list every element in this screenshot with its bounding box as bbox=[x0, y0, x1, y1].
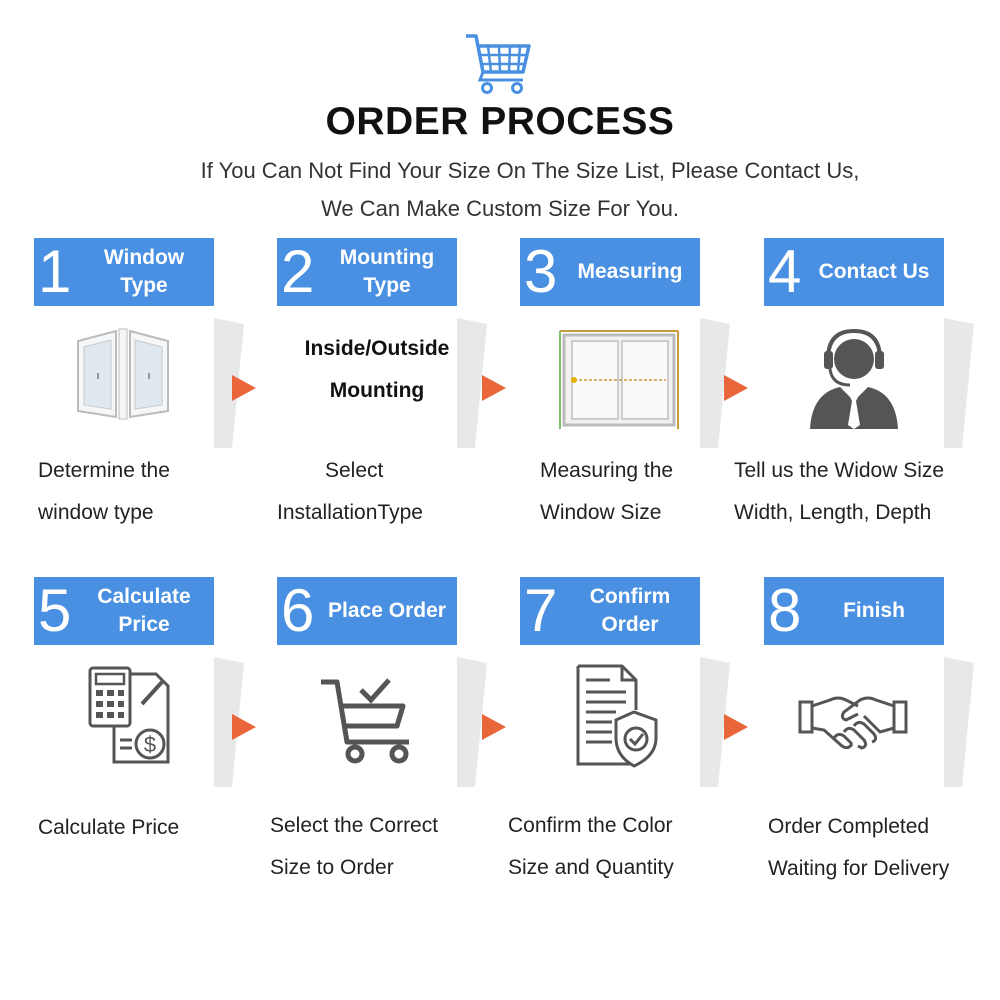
step-3: 3 Measuring Measuring the Window Size bbox=[520, 238, 760, 538]
arrow-right-icon bbox=[232, 375, 256, 401]
step-card bbox=[34, 306, 214, 446]
step-title: Calculate Price bbox=[97, 585, 191, 636]
shopping-cart-icon bbox=[466, 34, 531, 94]
step-description: Select the Correct Size to Order bbox=[270, 814, 439, 879]
step-card: $ bbox=[34, 645, 214, 785]
step-header: 4 Contact Us bbox=[764, 238, 944, 306]
card-shadow bbox=[214, 318, 244, 448]
step-header: 7 Confirm Order bbox=[520, 577, 700, 645]
step-card bbox=[520, 306, 700, 446]
page-title: ORDER PROCESS bbox=[325, 100, 675, 143]
step-number: 7 bbox=[524, 577, 558, 644]
step-number: 1 bbox=[38, 238, 72, 305]
step-description: Tell us the Widow Size Width, Length, De… bbox=[734, 459, 945, 524]
step-number: 3 bbox=[524, 238, 558, 305]
calculator-invoice-icon: $ bbox=[88, 666, 170, 764]
step-number: 8 bbox=[768, 577, 802, 644]
arrow-right-icon bbox=[482, 375, 506, 401]
card-shadow bbox=[700, 657, 730, 787]
step-header: 8 Finish bbox=[764, 577, 944, 645]
step-title: Measuring bbox=[577, 260, 683, 283]
step-description: Determine the window type bbox=[38, 459, 170, 524]
card-shadow bbox=[457, 318, 487, 448]
headset-agent-icon bbox=[810, 328, 898, 429]
step-header: 1 Window Type bbox=[34, 238, 214, 306]
step-8: 8 Finish Order Completed Waiting for Del… bbox=[764, 577, 1000, 880]
step-1: 1 Window Type Determine the window type bbox=[34, 238, 274, 538]
step-description: Order Completed Waiting for Delivery bbox=[768, 815, 950, 880]
step-number: 6 bbox=[281, 577, 315, 644]
step-title: Mounting Type bbox=[339, 246, 435, 297]
step-description: Confirm the Color Size and Quantity bbox=[508, 814, 674, 879]
card-shadow bbox=[944, 318, 974, 448]
step-card bbox=[520, 645, 700, 785]
step-header: 2 Mounting Type bbox=[277, 238, 457, 306]
arrow-right-icon bbox=[724, 714, 748, 740]
handshake-icon bbox=[798, 696, 908, 750]
step-2: 2 Mounting Type Inside/Outside Mounting … bbox=[277, 238, 517, 538]
step-card: Inside/Outside Mounting bbox=[277, 306, 457, 446]
step-description: Calculate Price bbox=[38, 816, 180, 839]
step-title: Confirm Order bbox=[589, 585, 671, 636]
step-6: 6 Place Order Select the Correct Size to… bbox=[270, 577, 517, 879]
step-card bbox=[277, 645, 457, 785]
step-number: 5 bbox=[38, 577, 72, 644]
step-number: 2 bbox=[281, 238, 315, 305]
page-subtitle-line2: We Can Make Custom Size For You. bbox=[321, 196, 679, 221]
window-icon bbox=[77, 328, 169, 420]
arrow-right-icon bbox=[232, 714, 256, 740]
step-title: Contact Us bbox=[818, 260, 930, 283]
step-5: 5 Calculate Price $ Calculate Price bbox=[34, 577, 274, 877]
card-shadow bbox=[944, 657, 974, 787]
card-shadow bbox=[457, 657, 487, 787]
card-shadow bbox=[700, 318, 730, 448]
step-header: 5 Calculate Price bbox=[34, 577, 214, 645]
step-header: 6 Place Order bbox=[277, 577, 457, 645]
step-header: 3 Measuring bbox=[520, 238, 700, 306]
step-title: Window Type bbox=[103, 246, 185, 297]
step-card bbox=[764, 645, 944, 785]
card-shadow bbox=[214, 657, 244, 787]
step-description: Measuring the Window Size bbox=[540, 459, 674, 524]
arrow-right-icon bbox=[724, 375, 748, 401]
document-shield-icon bbox=[576, 664, 658, 768]
mounting-text: Inside/Outside Mounting bbox=[304, 337, 450, 402]
step-number: 4 bbox=[768, 238, 802, 305]
svg-text:$: $ bbox=[144, 732, 156, 757]
step-title: Place Order bbox=[328, 599, 446, 622]
step-4: 4 Contact Us Tell us the Widow Size Widt… bbox=[734, 238, 1000, 538]
step-card bbox=[764, 306, 944, 446]
step-title: Finish bbox=[843, 599, 905, 622]
cart-check-icon bbox=[321, 678, 409, 764]
step-description: Select InstallationType bbox=[277, 459, 423, 524]
arrow-right-icon bbox=[482, 714, 506, 740]
measure-window-icon bbox=[559, 330, 679, 429]
page-subtitle-line1: If You Can Not Find Your Size On The Siz… bbox=[200, 158, 860, 183]
step-7: 7 Confirm Order Confirm the Color Size a… bbox=[508, 577, 760, 879]
